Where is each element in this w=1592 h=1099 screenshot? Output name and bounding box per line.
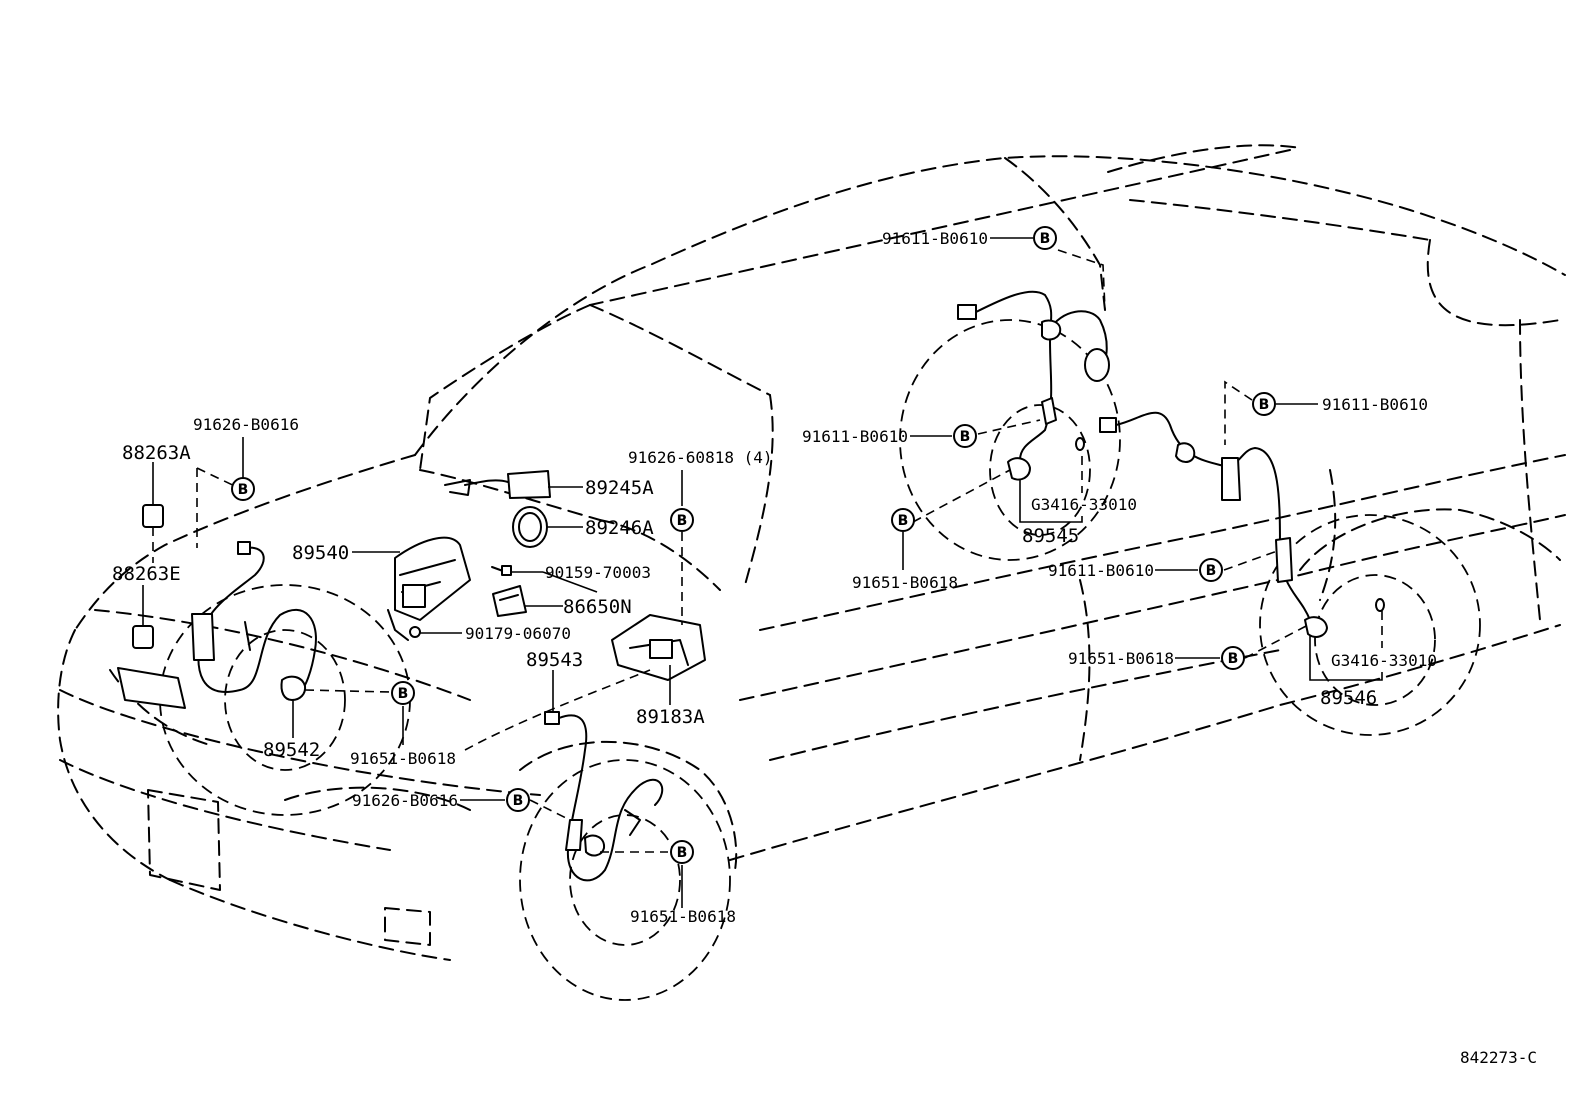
label-91611-b0610-rr-mid: 91611-B0610 bbox=[1048, 561, 1154, 580]
svg-text:B: B bbox=[1206, 563, 1217, 579]
relay-88263a bbox=[142, 504, 164, 528]
rear-left-sensor-harness bbox=[957, 290, 1110, 481]
svg-text:B: B bbox=[238, 482, 249, 498]
rear-right-hub bbox=[1314, 574, 1436, 706]
wheels bbox=[159, 319, 1481, 1001]
label-91626-b0616-fr: 91626-B0616 bbox=[352, 791, 458, 810]
label-91651-b0618-rr: 91651-B0618 bbox=[1068, 649, 1174, 668]
bolt-marker-fl-top: B bbox=[231, 477, 255, 501]
label-g3416-33010-rr: G3416-33010 bbox=[1331, 651, 1437, 670]
front-left-hub bbox=[224, 629, 346, 771]
bolt-markers: B B B B B B B B B B B bbox=[231, 226, 1276, 864]
label-91611-b0610-top: 91611-B0610 bbox=[882, 229, 988, 248]
bolt-marker-rl-sensor: B bbox=[891, 508, 915, 532]
part-labels: 91626-B0616 88263A 88263E 89540 89245A 8… bbox=[112, 229, 1537, 1067]
label-91651-b0618-fl: 91651-B0618 bbox=[350, 749, 456, 768]
actuator-89540 bbox=[387, 536, 471, 641]
sensor-86650n bbox=[492, 585, 527, 617]
svg-text:B: B bbox=[513, 793, 524, 809]
label-91651-b0618-rl: 91651-B0618 bbox=[852, 573, 958, 592]
label-89183a: 89183A bbox=[636, 706, 705, 728]
label-88263e: 88263E bbox=[112, 563, 181, 585]
label-g3416-33010-rl: G3416-33010 bbox=[1031, 495, 1137, 514]
svg-text:B: B bbox=[1259, 397, 1270, 413]
bolt-marker-fl-sensor: B bbox=[391, 681, 415, 705]
label-90179-06070: 90179-06070 bbox=[465, 624, 571, 643]
rear-left-hub bbox=[989, 404, 1091, 536]
rear-right-sensor-harness bbox=[1099, 411, 1385, 638]
svg-text:B: B bbox=[677, 845, 688, 861]
label-89543: 89543 bbox=[526, 649, 583, 671]
label-91611-b0610-rr-top: 91611-B0610 bbox=[1322, 395, 1428, 414]
box-near-bumper bbox=[117, 667, 186, 709]
diagram-id: 842273-C bbox=[1460, 1048, 1537, 1067]
label-91626-60818: 91626-60818 (4) bbox=[628, 448, 773, 467]
bolt-90159 bbox=[491, 565, 512, 576]
label-91611-b0610-rl: 91611-B0610 bbox=[802, 427, 908, 446]
front-left-sensor-harness bbox=[191, 541, 317, 701]
label-89546: 89546 bbox=[1320, 687, 1377, 709]
front-right-sensor-harness bbox=[544, 711, 664, 882]
svg-text:B: B bbox=[898, 513, 909, 529]
bolt-marker-rr-top: B bbox=[1252, 392, 1276, 416]
label-89245a: 89245A bbox=[585, 477, 654, 499]
front-right-wheel bbox=[519, 759, 731, 1001]
bolt-marker-rr-mid: B bbox=[1199, 558, 1223, 582]
svg-text:B: B bbox=[1228, 651, 1239, 667]
rear-right-wheel bbox=[1259, 514, 1481, 736]
grommet-89246a bbox=[512, 506, 548, 548]
bracket-89183a bbox=[611, 614, 706, 681]
label-86650n: 86650N bbox=[563, 596, 632, 618]
front-right-hub bbox=[569, 814, 681, 946]
svg-text:B: B bbox=[960, 429, 971, 445]
bolt-marker-fr-clamp: B bbox=[506, 788, 530, 812]
relay-88263e bbox=[132, 625, 154, 649]
label-89542: 89542 bbox=[263, 739, 320, 761]
bolt-marker-fr-sensor: B bbox=[670, 840, 694, 864]
label-88263a: 88263A bbox=[122, 442, 191, 464]
bolt-marker-rl-mid: B bbox=[953, 424, 977, 448]
bolt-marker-rl-top: B bbox=[1033, 226, 1057, 250]
label-90159-70003: 90159-70003 bbox=[545, 563, 651, 582]
harness-89245a bbox=[444, 470, 551, 499]
svg-text:B: B bbox=[1040, 231, 1051, 247]
label-91651-b0618-fr: 91651-B0618 bbox=[630, 907, 736, 926]
label-91626-b0616-top: 91626-B0616 bbox=[193, 415, 299, 434]
car-body-outline bbox=[57, 144, 1566, 961]
bolt-marker-60818: B bbox=[670, 508, 694, 532]
rear-left-wheel bbox=[899, 319, 1121, 561]
bolt-90179 bbox=[409, 626, 421, 638]
svg-text:B: B bbox=[398, 686, 409, 702]
label-89540: 89540 bbox=[292, 542, 349, 564]
label-89246a: 89246A bbox=[585, 517, 654, 539]
leader-lines bbox=[142, 237, 1383, 908]
svg-text:B: B bbox=[677, 513, 688, 529]
bolt-marker-rr-sensor: B bbox=[1221, 646, 1245, 670]
label-89545: 89545 bbox=[1022, 525, 1079, 547]
